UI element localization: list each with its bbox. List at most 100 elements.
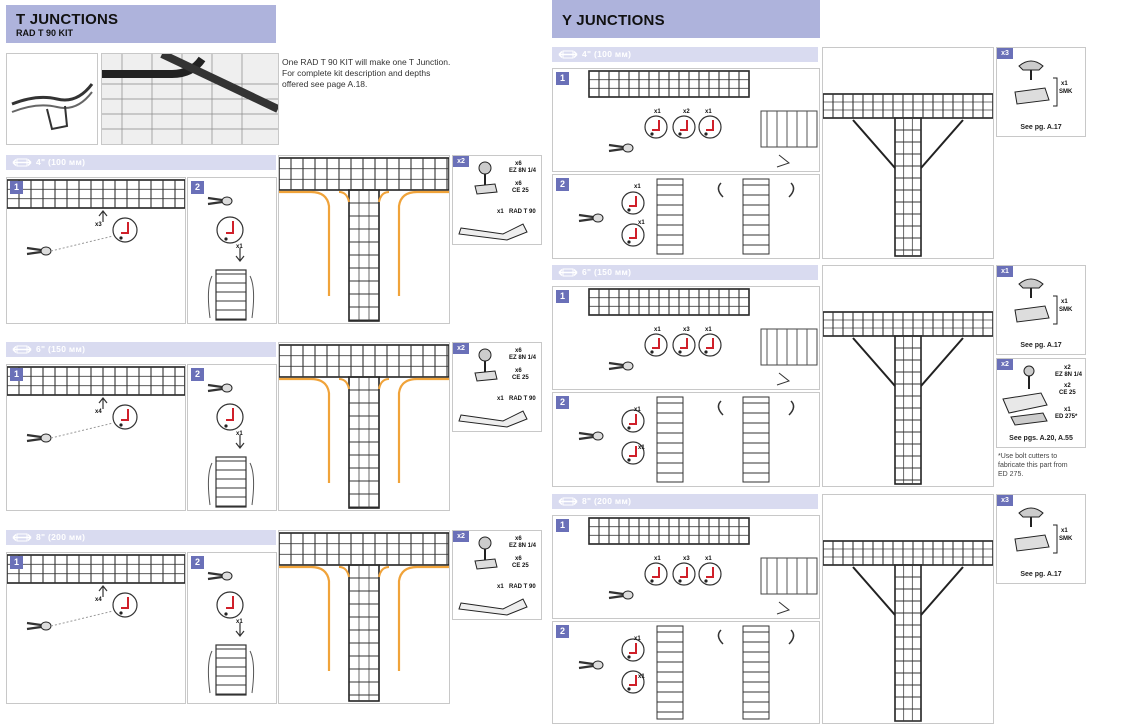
step-number: 1 [556, 290, 569, 303]
step-number: 2 [191, 556, 204, 569]
step-1-panel: 1 x4 [6, 364, 186, 511]
step-number: 2 [556, 625, 569, 638]
qty-label: x1 [654, 327, 661, 333]
kit-parts-panel: x3 x1 SMK See pg. A.17 [996, 494, 1086, 584]
width-icon [12, 158, 32, 167]
t-section-4in: 4" (100 мм) 1 x3 2 x1 x2 x6 EZ 8N 1/4 x6… [0, 155, 545, 325]
step-1-panel: 1 x1 x2 x1 [552, 68, 820, 172]
kit-qty-badge: x3 [997, 495, 1013, 506]
kit-qty-badge: x2 [453, 531, 469, 542]
qty-label: x2 [683, 109, 690, 115]
qty-label: x1 [634, 407, 641, 413]
t-junctions-header: T JUNCTIONS RAD T 90 KIT [6, 5, 276, 43]
step-1-panel: 1 x1 x3 x1 [552, 515, 820, 619]
t-junctions-subtitle: RAD T 90 KIT [16, 28, 74, 38]
part-qty: x2 [1064, 383, 1071, 389]
qty-label: x1 [634, 184, 641, 190]
see-page[interactable]: See pg. A.17 [1020, 342, 1062, 349]
y-section-8in: 8" (200 мм) 1 x1 x3 x1 2 x1 x1 x3 x1 SMK… [552, 494, 1092, 724]
qty-label: x1 [236, 619, 243, 625]
intro-line-3: offered see page A.18. [282, 79, 368, 89]
t-assembly-diagram [278, 342, 450, 511]
y-junctions-title: Y JUNCTIONS [562, 12, 665, 29]
size-label: 4" (100 мм) [36, 157, 86, 167]
qty-label: x3 [683, 556, 690, 562]
qty-label: x1 [638, 220, 645, 226]
intro-line-2: For complete kit description and depths [282, 68, 431, 78]
part-name: SMK [1059, 536, 1073, 542]
part-qty: x6 [515, 161, 522, 167]
width-icon [558, 497, 578, 506]
kit-parts-panel: x3 x1 SMK See pg. A.17 [996, 47, 1086, 137]
part-name: ED 275* [1055, 414, 1078, 420]
t-assembly-diagram [278, 155, 450, 324]
part-qty: x2 [1064, 365, 1071, 371]
qty-label: x1 [638, 445, 645, 451]
kit-qty-badge: x2 [453, 156, 469, 167]
step-1-panel: 1 x4 [6, 552, 186, 704]
fabrication-note: *Use bolt cutters to fabricate this part… [998, 452, 1093, 479]
qty-label: x1 [705, 327, 712, 333]
kit-parts-panel-2: x2 x2 EZ 8N 1/4 x2 CE 25 x1 ED 275* See … [996, 358, 1086, 448]
width-icon [558, 50, 578, 59]
step-2-panel: 2 x1 [187, 177, 277, 324]
kit-qty-badge: x3 [997, 48, 1013, 59]
see-page[interactable]: See pgs. A.20, A.55 [1009, 435, 1073, 442]
size-label: 8" (200 мм) [582, 496, 632, 506]
t-junctions-title: T JUNCTIONS [16, 11, 119, 28]
part-qty: x6 [515, 556, 522, 562]
part-qty: x1 [497, 209, 504, 215]
see-page[interactable]: See pg. A.17 [1020, 571, 1062, 578]
qty-label: x1 [236, 244, 243, 250]
part-qty: x1 [497, 584, 504, 590]
step-number: 2 [191, 181, 204, 194]
y-assembly-diagram [822, 47, 994, 259]
part-qty: x6 [515, 368, 522, 374]
width-icon [558, 268, 578, 277]
part-name: EZ 8N 1/4 [509, 543, 537, 549]
part-qty: x1 [1061, 528, 1068, 534]
size-band: 8" (200 мм) [6, 530, 276, 545]
step-2-panel: 2 x1 x1 [552, 621, 820, 724]
qty-label: x1 [236, 431, 243, 437]
width-icon [12, 345, 32, 354]
size-label: 6" (150 мм) [582, 267, 632, 277]
y-assembly-diagram [822, 265, 994, 487]
note-line-2: fabricate this part from [998, 462, 1068, 469]
t-section-8in: 8" (200 мм) 1 x4 2 x1 x2 x6 EZ 8N 1/4 x6… [0, 530, 545, 705]
step-2-panel: 2 x1 x1 [552, 392, 820, 487]
t-section-6in: 6" (150 мм) 1 x4 2 x1 x2 x6 EZ 8N 1/4 x6… [0, 342, 545, 512]
qty-label: x4 [95, 597, 102, 603]
part-qty: x1 [497, 396, 504, 402]
width-icon [12, 533, 32, 542]
see-page[interactable]: See pg. A.17 [1020, 124, 1062, 131]
qty-label: x3 [683, 327, 690, 333]
qty-label: x1 [654, 109, 661, 115]
kit-qty-badge: x2 [453, 343, 469, 354]
size-band: 4" (100 мм) [6, 155, 276, 170]
kit-parts-panel: x2 x6 EZ 8N 1/4 x6 CE 25 x1 RAD T 90 [452, 530, 542, 620]
size-label: 8" (200 мм) [36, 532, 86, 542]
part-name: RAD T 90 [509, 396, 536, 402]
part-name: CE 25 [512, 188, 529, 194]
part-name: SMK [1059, 307, 1073, 313]
note-line-1: *Use bolt cutters to [998, 453, 1058, 460]
step-2-panel: 2 x1 x1 [552, 174, 820, 259]
part-name: EZ 8N 1/4 [1055, 372, 1083, 378]
part-qty: x6 [515, 181, 522, 187]
part-qty: x6 [515, 536, 522, 542]
part-name: CE 25 [512, 563, 529, 569]
step-number: 1 [10, 556, 23, 569]
size-band: 6" (150 мм) [6, 342, 276, 357]
step-2-panel: 2 x1 [187, 364, 277, 511]
step-number: 1 [556, 72, 569, 85]
part-qty: x1 [1061, 299, 1068, 305]
part-qty: x6 [515, 348, 522, 354]
kit-qty-badge: x1 [997, 266, 1013, 277]
t-assembly-diagram [278, 530, 450, 704]
kit-parts-panel: x2 x6 EZ 8N 1/4 x6 CE 25 x1 RAD T 90 [452, 155, 542, 245]
part-name: EZ 8N 1/4 [509, 168, 537, 174]
part-qty: x1 [1061, 81, 1068, 87]
qty-label: x3 [95, 222, 102, 228]
size-label: 6" (150 мм) [36, 344, 86, 354]
